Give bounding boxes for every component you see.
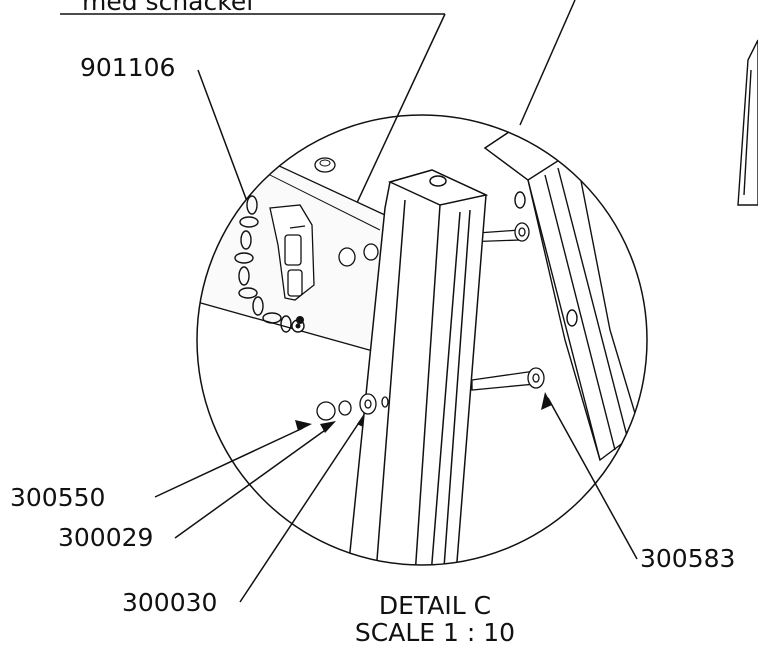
shackle-bracket	[269, 204, 315, 301]
callout-901106: 901106	[80, 53, 176, 82]
callout-300030: 300030	[122, 588, 218, 617]
diagonal-post	[483, 117, 641, 462]
callout-300029: 300029	[58, 523, 154, 552]
right-edge-part	[737, 39, 758, 206]
long-bolt	[457, 367, 545, 399]
callout-300550: 300550	[10, 483, 106, 512]
chain	[234, 195, 292, 333]
lower-hardware	[316, 393, 389, 421]
partial-header-text: med schackel	[82, 0, 254, 16]
detail-scale: SCALE 1 : 10	[354, 618, 516, 647]
front-post	[339, 169, 489, 565]
leader-lines	[60, 0, 638, 603]
detail-title: DETAIL C	[378, 591, 492, 620]
detail-circle-outline	[196, 114, 648, 566]
detail-circle	[197, 117, 641, 565]
callout-300583: 300583	[640, 544, 736, 573]
